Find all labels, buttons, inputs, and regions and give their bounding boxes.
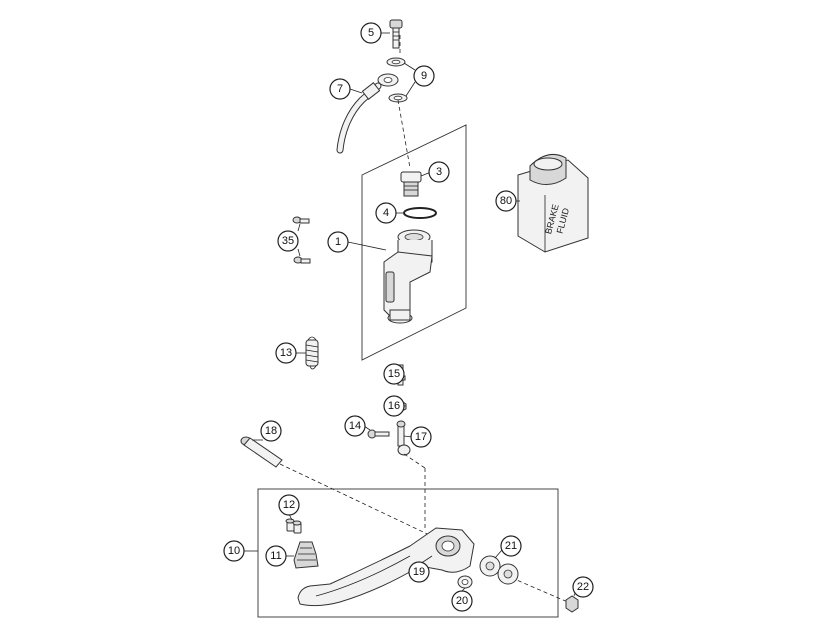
clevis-screw-part [367, 429, 390, 439]
callout-20: 20 [451, 590, 473, 612]
pivot-axis-line [279, 463, 441, 541]
callout-label: 10 [228, 545, 240, 557]
callout-12: 12 [278, 494, 300, 516]
callout-4: 4 [375, 202, 397, 224]
callout-circle [329, 78, 351, 100]
callout-label: 17 [415, 431, 427, 443]
screw-part [292, 216, 311, 264]
callout-circle [327, 231, 349, 253]
callout-circle [278, 494, 300, 516]
callout-21: 21 [500, 535, 522, 557]
brake-line-part [336, 73, 399, 154]
callout-35: 35 [277, 230, 299, 252]
callout-circle [500, 535, 522, 557]
callout-15: 15 [383, 363, 405, 385]
callout-label: 1 [335, 236, 341, 248]
pedal-step-part [293, 541, 319, 569]
callout-7: 7 [329, 78, 351, 100]
banjo-bolt-part [389, 19, 403, 49]
callout-label: 14 [349, 420, 361, 432]
o-ring-part [403, 207, 437, 219]
callout-label: 4 [383, 207, 389, 219]
clevis-part [396, 420, 411, 456]
master-cylinder-part [383, 229, 433, 324]
callout-3: 3 [428, 161, 450, 183]
callout-80: 80 [495, 190, 517, 212]
callout-circle [265, 545, 287, 567]
callout-circle [360, 22, 382, 44]
connector-axis-line [397, 99, 411, 169]
callout-label: 35 [282, 235, 294, 247]
callout-label: 15 [388, 368, 400, 380]
callout-label: 13 [280, 347, 292, 359]
brake-fluid-can-part: BRAKE FLUID [517, 153, 589, 253]
pivot-bolt-part [240, 436, 283, 468]
callout-label: 20 [456, 595, 468, 607]
callout-label: 7 [337, 83, 343, 95]
callout-18: 18 [260, 420, 282, 442]
callout-circle [428, 161, 450, 183]
return-spring-part [305, 336, 319, 370]
callout-circle [375, 202, 397, 224]
callout-label: 9 [421, 70, 427, 82]
callout-5: 5 [360, 22, 382, 44]
callout-circle [223, 540, 245, 562]
callout-19: 19 [408, 561, 430, 583]
bearing-part [479, 555, 519, 585]
callout-11: 11 [265, 545, 287, 567]
callout-17: 17 [410, 426, 432, 448]
callout-label: 11 [270, 550, 281, 562]
callout-circle [410, 426, 432, 448]
callout-label: 3 [436, 166, 442, 178]
clevis-axis-line [403, 453, 426, 469]
callout-9: 9 [413, 65, 435, 87]
callout-label: 12 [283, 499, 295, 511]
pivot-nut-part [565, 595, 579, 613]
callout-13: 13 [275, 342, 297, 364]
reservoir-connector-part [400, 171, 422, 197]
callout-1: 1 [327, 231, 349, 253]
callout-22: 22 [572, 576, 594, 598]
callout-14: 14 [344, 415, 366, 437]
callout-label: 80 [500, 195, 512, 207]
bearing-axis-line [504, 574, 571, 604]
callout-label: 19 [413, 566, 425, 578]
callout-circle [572, 576, 594, 598]
callout-circle [260, 420, 282, 442]
callout-label: 21 [505, 540, 517, 552]
callout-circle [413, 65, 435, 87]
bushing-part [285, 518, 302, 534]
brake-pedal-lever-part [297, 527, 475, 607]
callout-circle [495, 190, 517, 212]
master-cylinder-group-frame [361, 124, 467, 361]
callout-16: 16 [383, 395, 405, 417]
callout-label: 16 [388, 400, 400, 412]
callout-label: 22 [577, 581, 589, 593]
callout-circle [408, 561, 430, 583]
callout-circle [383, 395, 405, 417]
callout-circle [383, 363, 405, 385]
callout-circle [275, 342, 297, 364]
pedal-washer-part [457, 575, 473, 589]
callout-circle [451, 590, 473, 612]
callout-circle [277, 230, 299, 252]
callout-label: 5 [368, 27, 374, 39]
callout-label: 18 [265, 425, 277, 437]
brake-pedal-group-frame [257, 488, 559, 618]
callout-10: 10 [223, 540, 245, 562]
callout-circle [344, 415, 366, 437]
seal-washer-part [386, 57, 408, 103]
